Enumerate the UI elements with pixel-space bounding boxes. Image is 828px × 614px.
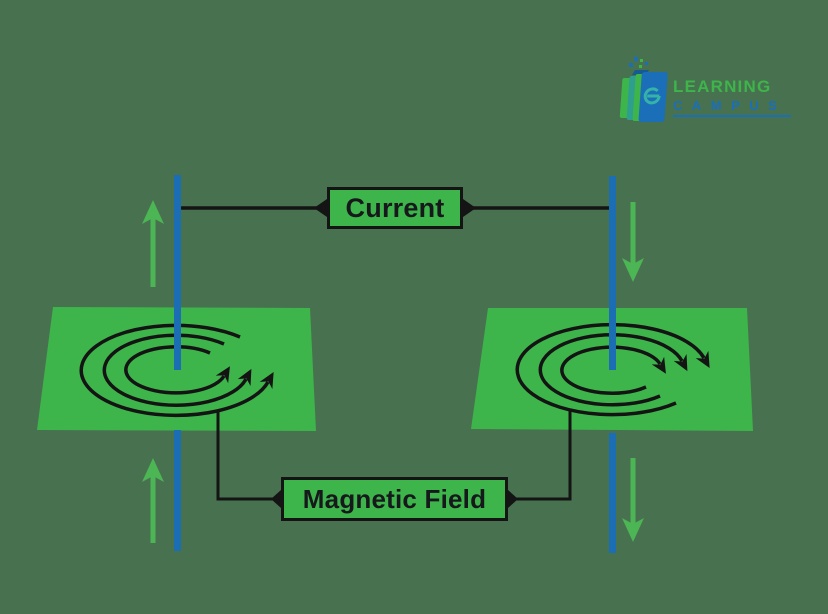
field-connector-left-line (216, 410, 274, 501)
books-stack-icon (619, 57, 668, 122)
logo-campus-text: CAMPUS (673, 98, 787, 113)
logo-text: LEARNING CAMPUS (673, 78, 791, 117)
current-label-text: Current (345, 192, 445, 223)
field-loop-icon (79, 323, 274, 418)
up-arrow-icon (142, 200, 164, 224)
current-label-connectors (181, 199, 609, 217)
current-direction-arrows (142, 200, 644, 543)
up-arrow-icon (142, 458, 164, 482)
learning-campus-logo: LEARNING CAMPUS (618, 56, 791, 124)
left-arrowhead-icon (314, 199, 327, 217)
right-arrowhead-icon (463, 199, 476, 217)
field-loop-icon (102, 333, 252, 407)
field-connector-right-line (515, 410, 572, 501)
down-arrow-icon (622, 518, 644, 542)
left-wire-upper (174, 175, 181, 370)
down-arrow-icon (622, 258, 644, 282)
field-loop-icon (538, 333, 688, 407)
right-arrowhead-icon (508, 490, 518, 508)
left-wire-lower (174, 430, 181, 551)
field-loop-icon (515, 322, 710, 417)
field-label-connectors (216, 410, 572, 508)
magnetic-field-label-text: Magnetic Field (302, 483, 487, 514)
current-label: Current (327, 187, 463, 229)
logo-underline (673, 115, 791, 117)
right-wire-upper (609, 176, 616, 370)
logo-learning-text: LEARNING (673, 77, 772, 96)
right-field-loops (515, 322, 710, 417)
left-arrowhead-icon (271, 490, 281, 508)
magnetic-field-label: Magnetic Field (281, 477, 508, 521)
right-wire-lower (609, 433, 616, 553)
field-loop-icon (560, 345, 667, 395)
